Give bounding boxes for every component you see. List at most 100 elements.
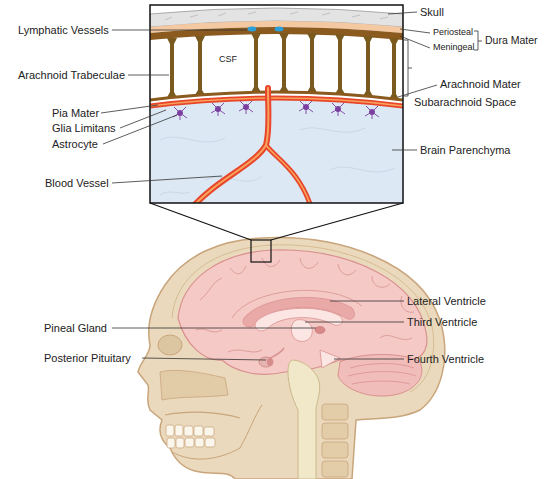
part-label: Pia Mater bbox=[52, 107, 99, 119]
part-label: Astrocyte bbox=[52, 138, 98, 150]
sulcus bbox=[338, 264, 356, 275]
folium bbox=[352, 381, 410, 384]
part-label: Arachnoid Mater bbox=[440, 78, 521, 90]
tooth bbox=[175, 425, 183, 436]
leader-line bbox=[400, 36, 430, 48]
cerebellar-folia bbox=[348, 364, 416, 385]
bone-mark bbox=[218, 13, 226, 16]
sulcus bbox=[200, 278, 222, 300]
group-label: Dura Mater bbox=[485, 35, 538, 47]
part-label: Third Ventricle bbox=[407, 316, 477, 328]
trabecula bbox=[167, 38, 177, 98]
part-label: Pineal Gland bbox=[44, 322, 107, 334]
tooth bbox=[185, 438, 194, 447]
sulcus bbox=[196, 329, 222, 332]
leader-line bbox=[392, 150, 417, 151]
vessel-lumen bbox=[266, 145, 312, 203]
magnified-region-box bbox=[251, 240, 271, 262]
tissue-line bbox=[160, 192, 190, 195]
tooth bbox=[194, 426, 203, 436]
tooth bbox=[204, 427, 214, 436]
head-illustration bbox=[138, 203, 445, 479]
sulcus bbox=[228, 350, 262, 352]
leader-line bbox=[142, 358, 266, 360]
vessel-wall bbox=[190, 88, 269, 203]
vessel-lumen bbox=[190, 88, 269, 203]
part-label: Skull bbox=[420, 6, 444, 18]
bone-mark bbox=[248, 12, 256, 14]
lymphatic-vessel bbox=[275, 27, 284, 32]
fluid-label: CSF bbox=[219, 55, 237, 65]
inset-frame bbox=[150, 5, 403, 203]
part-label: Lateral Ventricle bbox=[407, 295, 486, 307]
astrocytes bbox=[173, 101, 379, 120]
leader-line bbox=[388, 12, 417, 14]
trabecula bbox=[335, 34, 345, 94]
arachnoid-trabeculae bbox=[167, 33, 399, 99]
astrocyte-process bbox=[299, 101, 313, 114]
part-label: Glia Limitans bbox=[52, 122, 116, 134]
region-label: Subarachnoid Space bbox=[414, 96, 516, 108]
leader-line bbox=[120, 110, 166, 128]
vertebra bbox=[322, 423, 348, 439]
hypothalamus-stalk bbox=[270, 348, 284, 358]
inset-background bbox=[150, 5, 403, 203]
tooth bbox=[195, 438, 204, 447]
astrocyte-process bbox=[173, 107, 187, 120]
sulcus bbox=[300, 258, 318, 268]
part-label: Arachnoid Trabeculae bbox=[18, 69, 125, 81]
vertebrae bbox=[322, 404, 348, 477]
bone-mark bbox=[352, 15, 360, 17]
tissue-line bbox=[160, 137, 225, 142]
brainstem bbox=[288, 360, 320, 479]
palate bbox=[165, 412, 240, 418]
lymphatic-vessel bbox=[248, 27, 257, 32]
teeth bbox=[166, 425, 215, 448]
zoom-line bbox=[271, 203, 403, 240]
trabecula bbox=[307, 33, 317, 93]
tissue-line bbox=[330, 167, 395, 172]
tooth bbox=[184, 426, 193, 436]
layer-label: Meningeal bbox=[433, 43, 475, 53]
gyri bbox=[196, 258, 414, 352]
bone-mark bbox=[380, 17, 388, 19]
leader-line bbox=[101, 105, 158, 113]
sulcus bbox=[380, 335, 412, 339]
parenchyma-texture bbox=[160, 128, 395, 195]
astrocyte-process bbox=[211, 103, 225, 116]
subarachnoid-bracket bbox=[404, 40, 412, 96]
astrocyte-process bbox=[365, 106, 379, 119]
sulcus bbox=[230, 266, 246, 274]
part-label: Blood Vessel bbox=[45, 177, 109, 189]
bone-mark bbox=[322, 13, 330, 15]
astrocyte-process bbox=[239, 101, 253, 114]
bone-mark bbox=[165, 17, 172, 20]
tooth bbox=[205, 438, 215, 447]
folium bbox=[350, 364, 414, 369]
trabecula bbox=[389, 38, 399, 99]
third-ventricle bbox=[291, 320, 312, 342]
vessel-wall bbox=[266, 145, 312, 203]
vertebra bbox=[322, 404, 348, 420]
tooth bbox=[176, 438, 184, 448]
brain-parenchyma bbox=[150, 98, 403, 203]
trabecula bbox=[195, 36, 205, 95]
leader-line bbox=[334, 359, 404, 360]
layer-label: Periosteal bbox=[433, 28, 473, 38]
leader-line bbox=[305, 322, 404, 323]
leader-line bbox=[112, 328, 316, 329]
part-label: Posterior Pituitary bbox=[44, 352, 131, 364]
meninges-inset bbox=[150, 5, 403, 203]
leader-line bbox=[112, 30, 247, 31]
vertebra bbox=[322, 442, 348, 458]
leader-line bbox=[400, 29, 430, 33]
skull-outline bbox=[138, 238, 445, 479]
pia-mater-core bbox=[150, 98, 403, 106]
region-label: Brain Parenchyma bbox=[420, 144, 511, 156]
bone-mark bbox=[190, 15, 198, 17]
nasal-cavity bbox=[160, 370, 228, 400]
zoom-line bbox=[150, 203, 251, 240]
bone-mark bbox=[290, 12, 298, 14]
tooth bbox=[166, 425, 174, 436]
